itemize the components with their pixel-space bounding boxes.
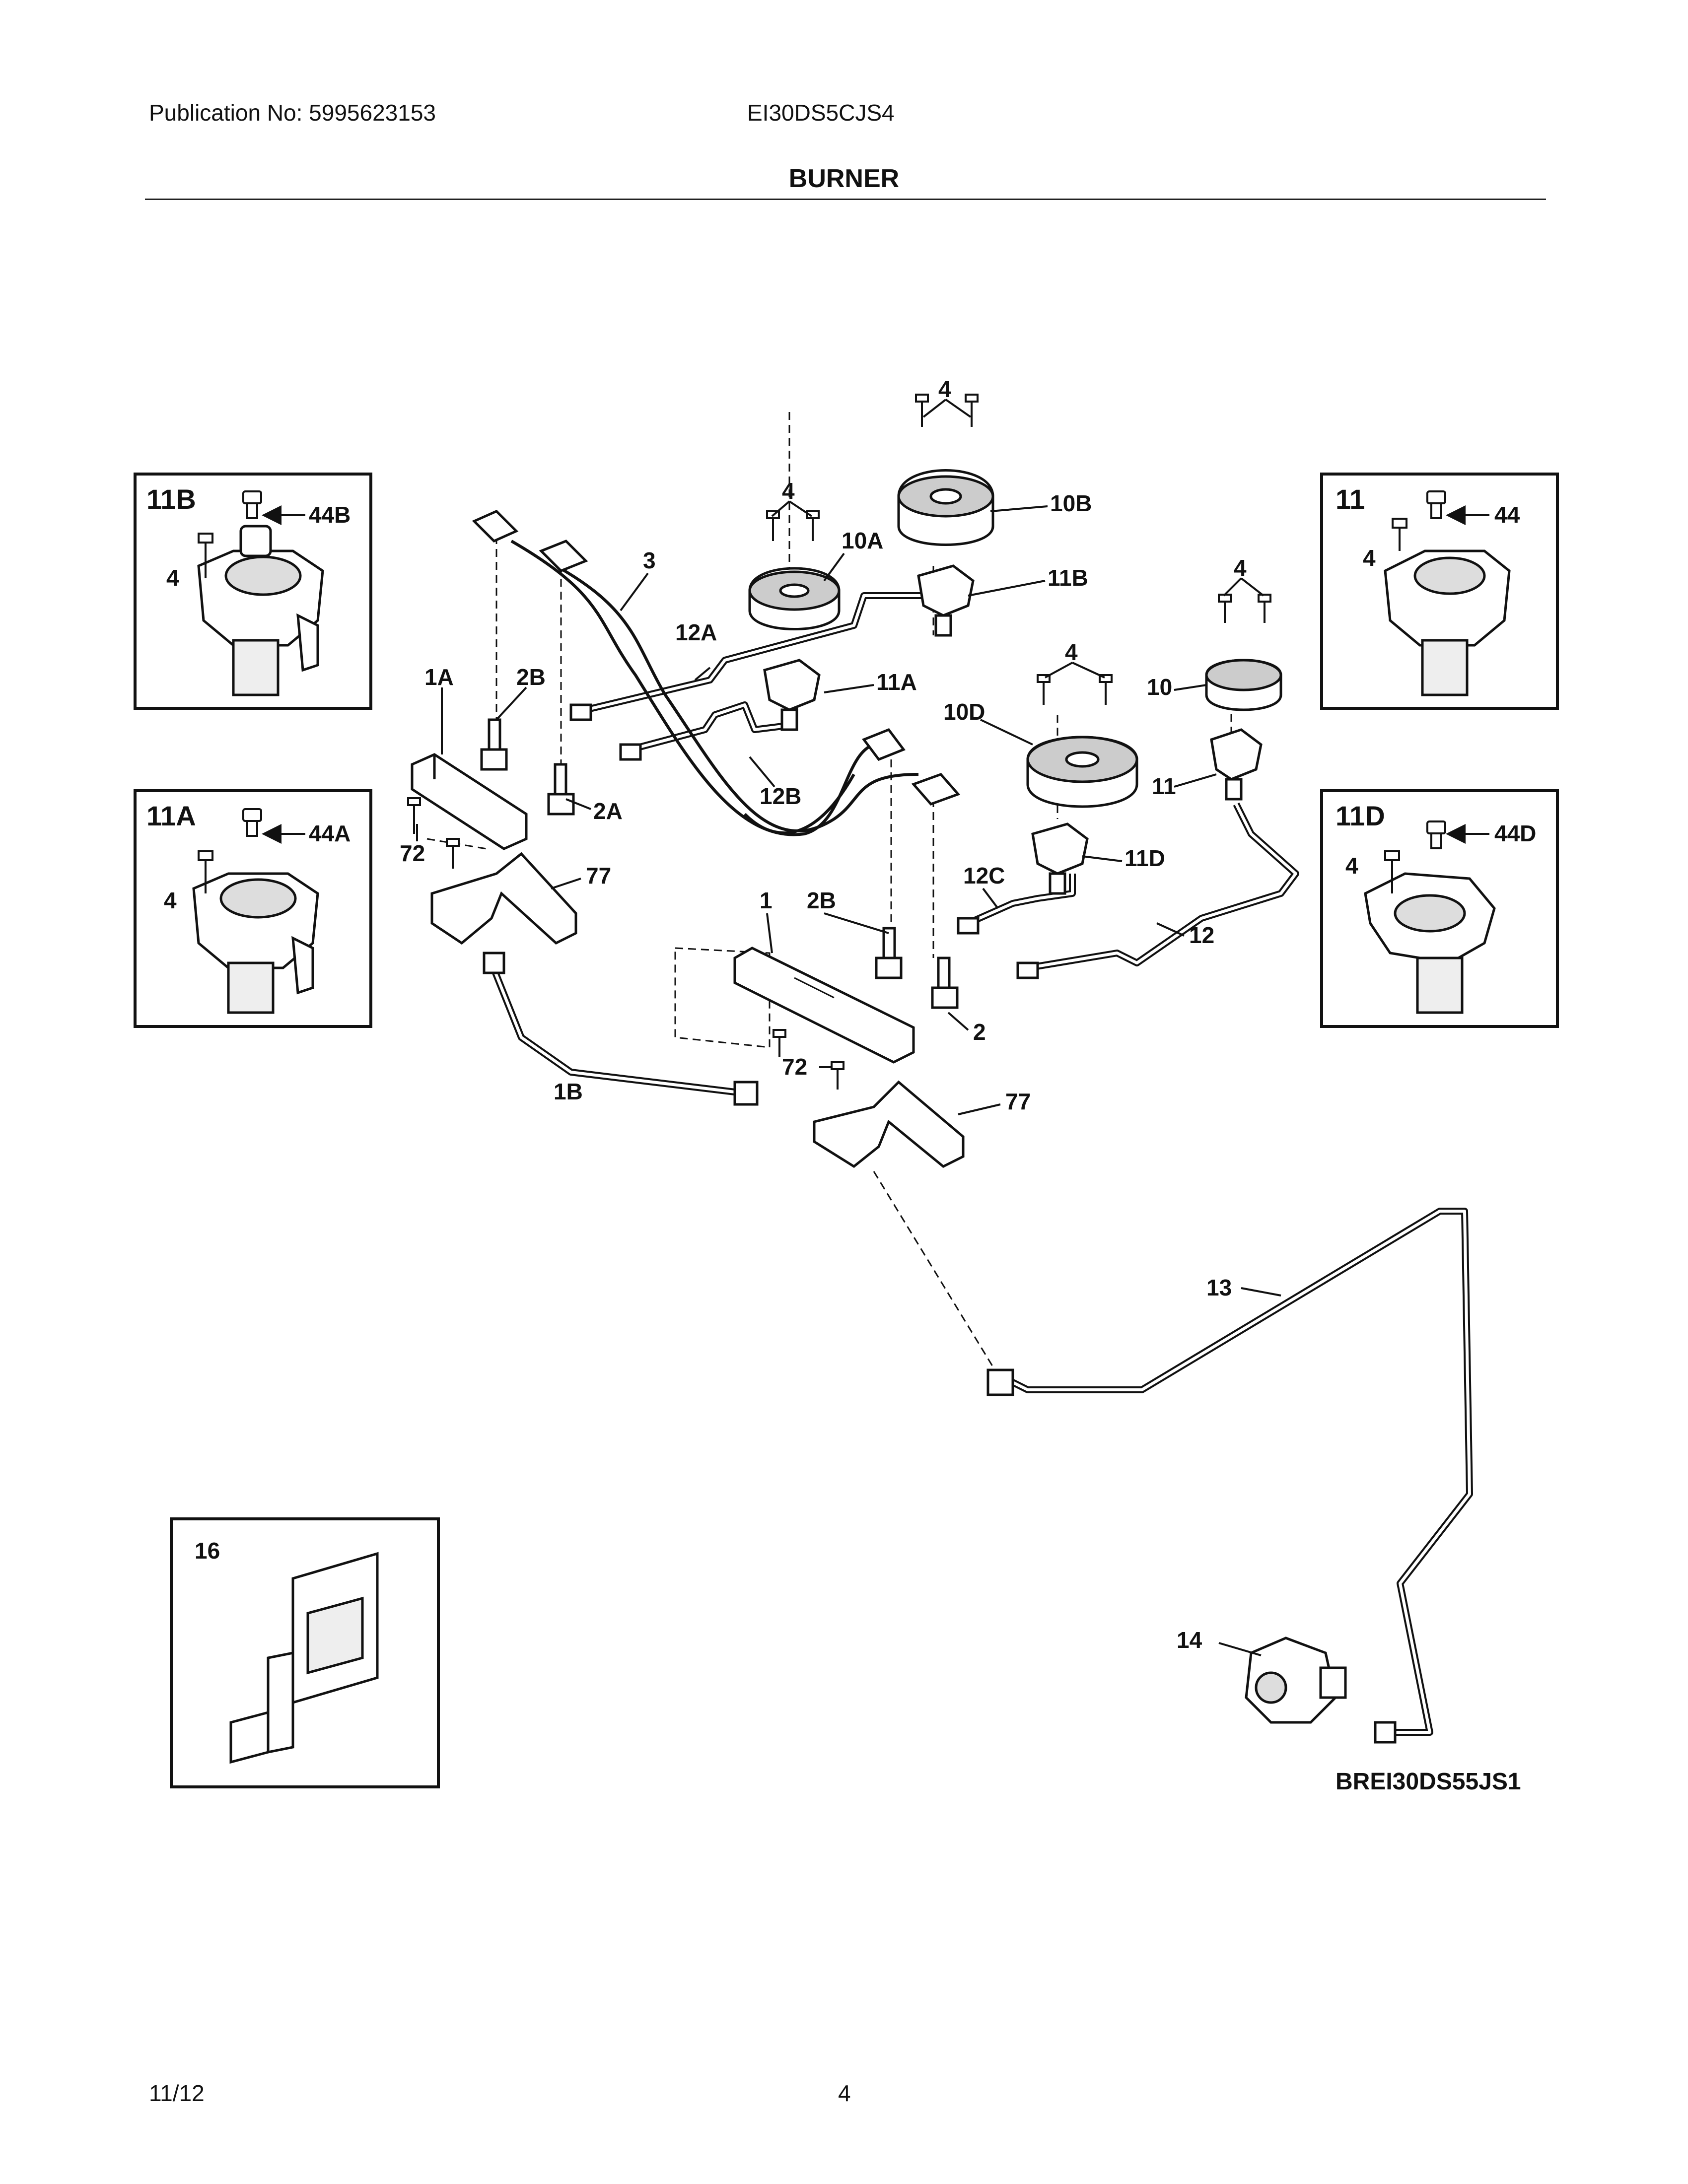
burner-head-11b-illustration — [197, 525, 324, 696]
callout-labels: 4 4 4 4 10B 10A 11B 11A 10 10D 11 11D 3 … — [400, 376, 1247, 1653]
cap-screw-icon — [242, 490, 262, 519]
screws — [407, 394, 1271, 1090]
title-divider — [145, 199, 1546, 200]
label-cap-10d: 10D — [943, 699, 985, 725]
label-screws-10: 4 — [1065, 639, 1078, 665]
screw-icon — [1384, 850, 1400, 893]
label-valve-2a: 2A — [593, 798, 623, 824]
gas-tubes-inner — [490, 594, 1471, 1734]
label-tube-12c: 12C — [963, 863, 1005, 888]
heat-shield-16-illustration — [229, 1552, 379, 1764]
burner-head-11-illustration — [1384, 549, 1511, 696]
label-wire-3: 3 — [643, 547, 656, 573]
tube-fittings — [483, 703, 1397, 1744]
label-head-11: 11 — [1152, 773, 1176, 799]
inset-11d: 11D 4 44D — [1320, 789, 1559, 1028]
inset-11b-title: 11B — [146, 483, 196, 515]
burner-head-11a-illustration — [192, 872, 319, 1014]
valves — [480, 718, 959, 1009]
label-bracket-77-left: 77 — [586, 863, 611, 888]
inset-11b-cap-label: 44B — [309, 502, 351, 528]
label-tube-12a: 12A — [675, 619, 717, 645]
inset-11: 11 4 44 — [1320, 473, 1559, 710]
leader-lines — [416, 399, 1281, 1656]
footer-page-number: 4 — [838, 2080, 851, 2106]
inset-11a: 11A 4 44A — [134, 789, 372, 1028]
inset-11d-cap-label: 44D — [1494, 820, 1536, 846]
label-tube-13: 13 — [1206, 1275, 1232, 1300]
inset-16: 16 — [170, 1517, 440, 1788]
publication-number: Publication No: 5995623153 — [149, 100, 436, 126]
label-manifold-1a: 1A — [424, 664, 454, 690]
gas-tubes — [488, 592, 1473, 1736]
inset-11a-cap-label: 44A — [309, 820, 351, 846]
label-tube-12b: 12B — [760, 783, 801, 809]
inset-11b: 11B 4 44B — [134, 473, 372, 710]
label-screws-top: 4 — [938, 376, 951, 402]
label-screw-72-left: 72 — [400, 840, 425, 866]
inset-11a-screw-label: 4 — [164, 887, 177, 913]
label-tube-12: 12 — [1189, 922, 1214, 948]
label-regulator-14: 14 — [1177, 1627, 1202, 1653]
label-valve-2: 2 — [973, 1019, 986, 1045]
footer-date: 11/12 — [149, 2080, 205, 2106]
label-cap-10: 10 — [1147, 674, 1172, 700]
manifold-1a — [411, 753, 528, 850]
igniter-wire-terminals — [472, 510, 961, 806]
inset-11-cap-label: 44 — [1494, 502, 1520, 528]
inset-11b-screw-label: 4 — [166, 565, 179, 591]
inset-11d-screw-label: 4 — [1345, 853, 1358, 879]
cap-screw-icon — [1426, 490, 1446, 519]
label-screws-10a: 4 — [782, 478, 795, 504]
label-cap-10a: 10A — [842, 528, 883, 553]
brackets — [430, 852, 965, 1168]
label-head-11b: 11B — [1048, 565, 1088, 591]
label-valve-2b-right: 2B — [807, 887, 836, 913]
inset-16-title: 16 — [195, 1538, 220, 1564]
label-valve-2b-left: 2B — [516, 664, 546, 690]
burner-caps — [748, 469, 1282, 808]
inset-11d-title: 11D — [1336, 800, 1385, 831]
inset-11-screw-label: 4 — [1363, 545, 1376, 571]
cap-screw-icon — [1426, 820, 1446, 849]
inset-11-title: 11 — [1336, 483, 1365, 515]
page-title: BURNER — [788, 164, 900, 193]
burner-heads — [763, 564, 1263, 895]
label-bracket-77-right: 77 — [1005, 1089, 1031, 1114]
cap-screw-icon — [242, 808, 262, 837]
burner-head-11d-illustration — [1364, 872, 1496, 1014]
screw-icon — [1392, 518, 1407, 551]
manifold-1 — [733, 947, 915, 1064]
label-screws-10d: 4 — [1234, 555, 1247, 581]
diagram-code: BREI30DS55JS1 — [1336, 1769, 1521, 1795]
model-number: EI30DS5CJS4 — [747, 100, 895, 126]
label-cap-10b: 10B — [1050, 490, 1092, 516]
igniter-wire-harness — [510, 540, 919, 836]
screw-icon — [198, 533, 213, 578]
label-manifold-1: 1 — [760, 887, 773, 913]
label-tube-1b: 1B — [554, 1079, 583, 1104]
inset-11a-title: 11A — [146, 800, 196, 831]
label-head-11d: 11D — [1125, 845, 1165, 871]
screw-icon — [198, 850, 213, 893]
label-screw-72-right: 72 — [782, 1054, 807, 1080]
label-head-11a: 11A — [876, 669, 917, 695]
pressure-regulator-14 — [1245, 1637, 1347, 1724]
